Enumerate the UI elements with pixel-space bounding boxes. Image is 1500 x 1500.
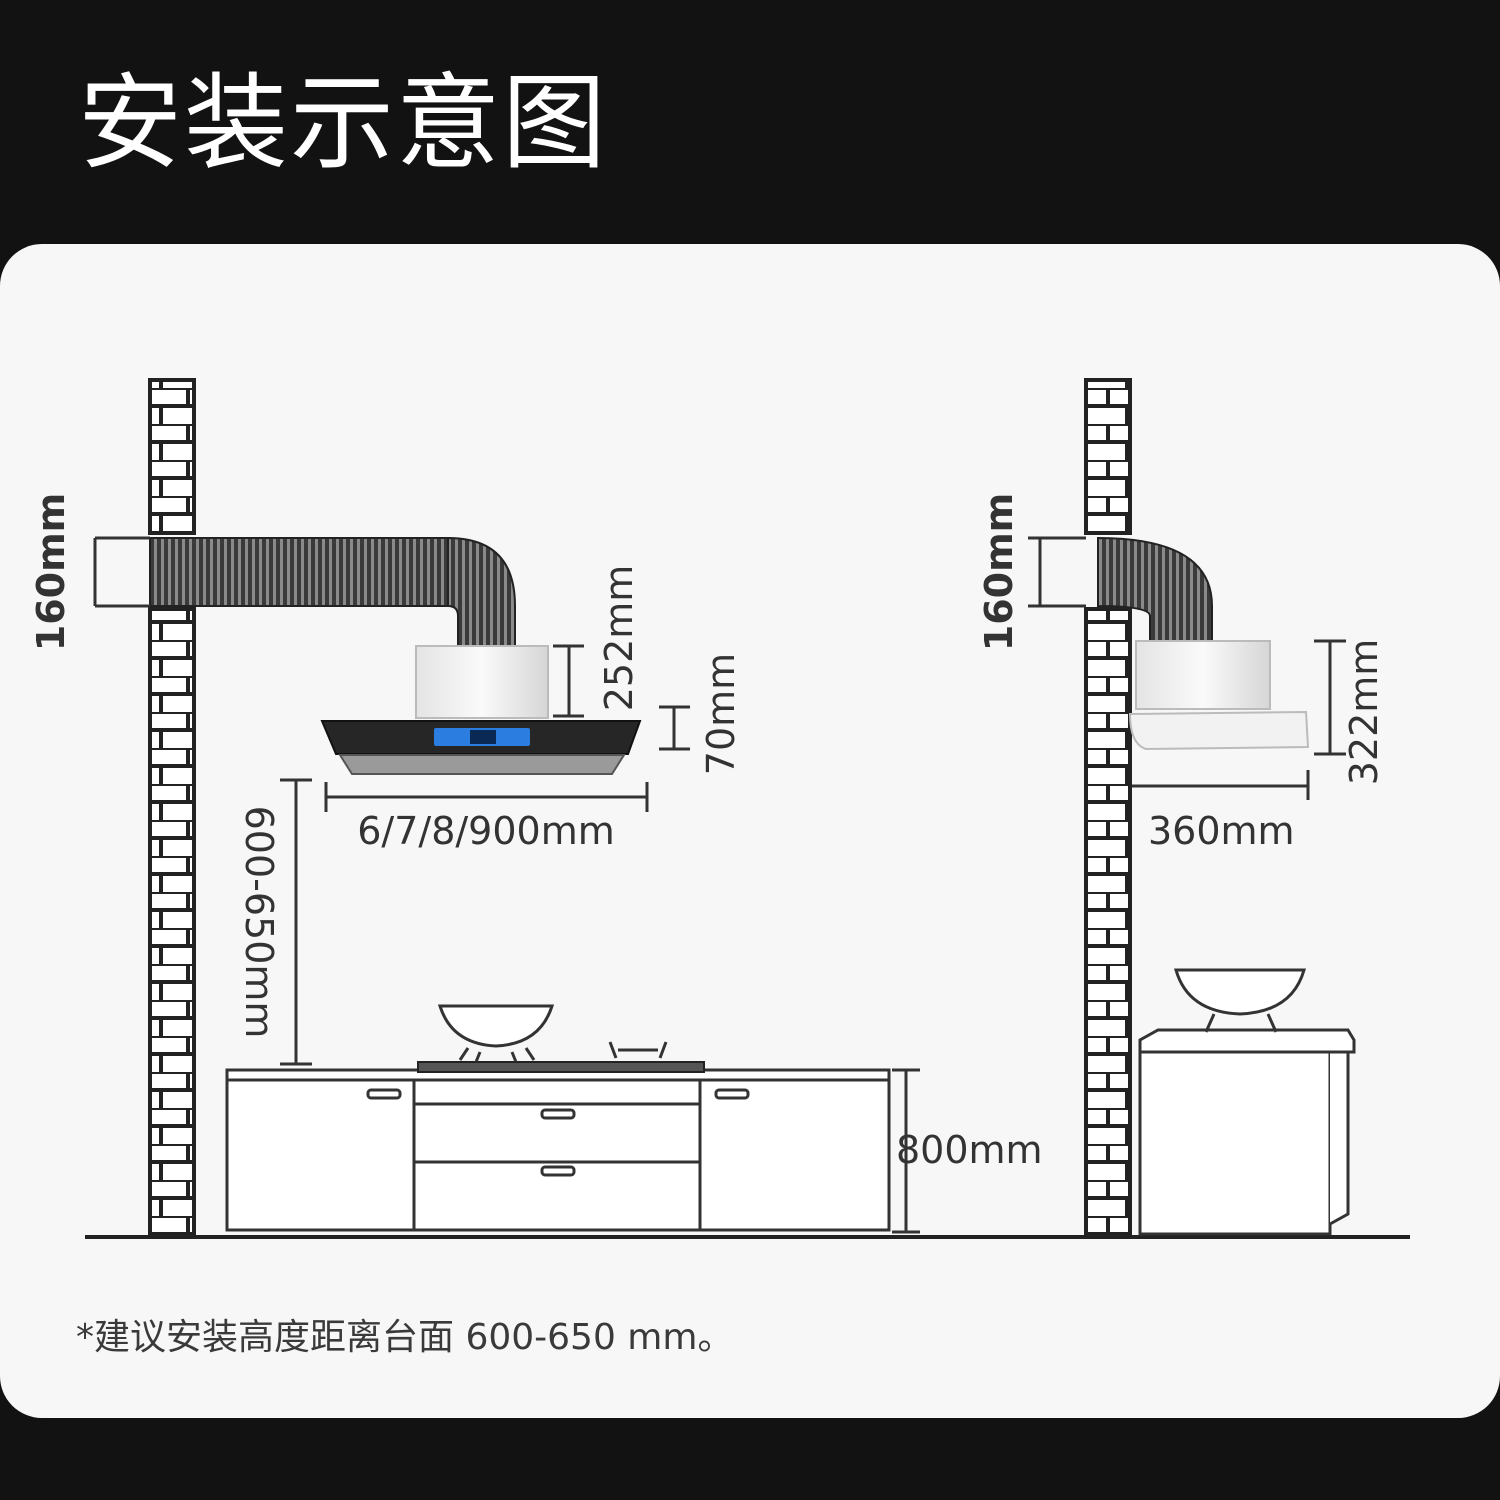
page-title: 安装示意图 (78, 62, 609, 184)
left-wall-upper (148, 378, 196, 535)
left-duct-label: 160mm (29, 493, 73, 652)
left-diagram: 6/7/8/900mm 160mm 252mm (29, 378, 1043, 1237)
right-wok (1174, 968, 1306, 1033)
left-wall-lower (148, 607, 196, 1237)
right-cabinet (1138, 1028, 1356, 1236)
diagram-panel: 6/7/8/900mm 160mm 252mm (0, 244, 1500, 1418)
right-duct-dimension (1028, 536, 1086, 608)
mount-height-label: 600-650mm (237, 806, 281, 1039)
kitchen-cabinet (225, 1068, 891, 1232)
right-hood-height-dimension (1314, 639, 1346, 756)
right-wall-lower (1084, 607, 1132, 1237)
chimney-height-dimension (553, 644, 584, 718)
left-hood-chimney (415, 645, 549, 719)
right-hood-height-label: 322mm (1342, 639, 1386, 786)
left-duct-horizontal (149, 537, 451, 607)
counter-height-label: 800mm (896, 1128, 1043, 1172)
hood-width-dimension (324, 782, 649, 812)
second-burner (608, 1041, 668, 1059)
right-wall-upper (1084, 378, 1132, 535)
hood-display-digits (470, 730, 496, 744)
right-hood-body (1128, 710, 1310, 751)
installation-note: *建议安装高度距离台面 600-650 mm。 (76, 1317, 734, 1358)
right-duct (1097, 536, 1213, 643)
left-wok (437, 1004, 555, 1063)
hood-thickness-dimension (659, 705, 690, 751)
cabinet-handles (366, 1088, 750, 1177)
gas-hob (417, 1061, 705, 1073)
hood-thickness-label: 70mm (699, 653, 743, 775)
right-hood-chimney (1135, 640, 1271, 710)
right-diagram: 160mm 322mm 360mm (977, 378, 1386, 1237)
installation-diagram: 6/7/8/900mm 160mm 252mm (29, 378, 1410, 1239)
right-duct-label: 160mm (977, 493, 1021, 652)
mount-height-dimension (280, 778, 312, 1066)
counter-height-dimension (892, 1068, 920, 1234)
hood-width-label: 6/7/8/900mm (357, 809, 615, 853)
chimney-height-label: 252mm (597, 565, 641, 712)
right-hood-depth-dimension (1132, 770, 1310, 800)
left-duct-elbow (447, 536, 516, 647)
right-hood-depth-label: 360mm (1148, 809, 1295, 853)
left-duct-dimension (93, 536, 150, 608)
left-hood-filter (338, 754, 626, 775)
